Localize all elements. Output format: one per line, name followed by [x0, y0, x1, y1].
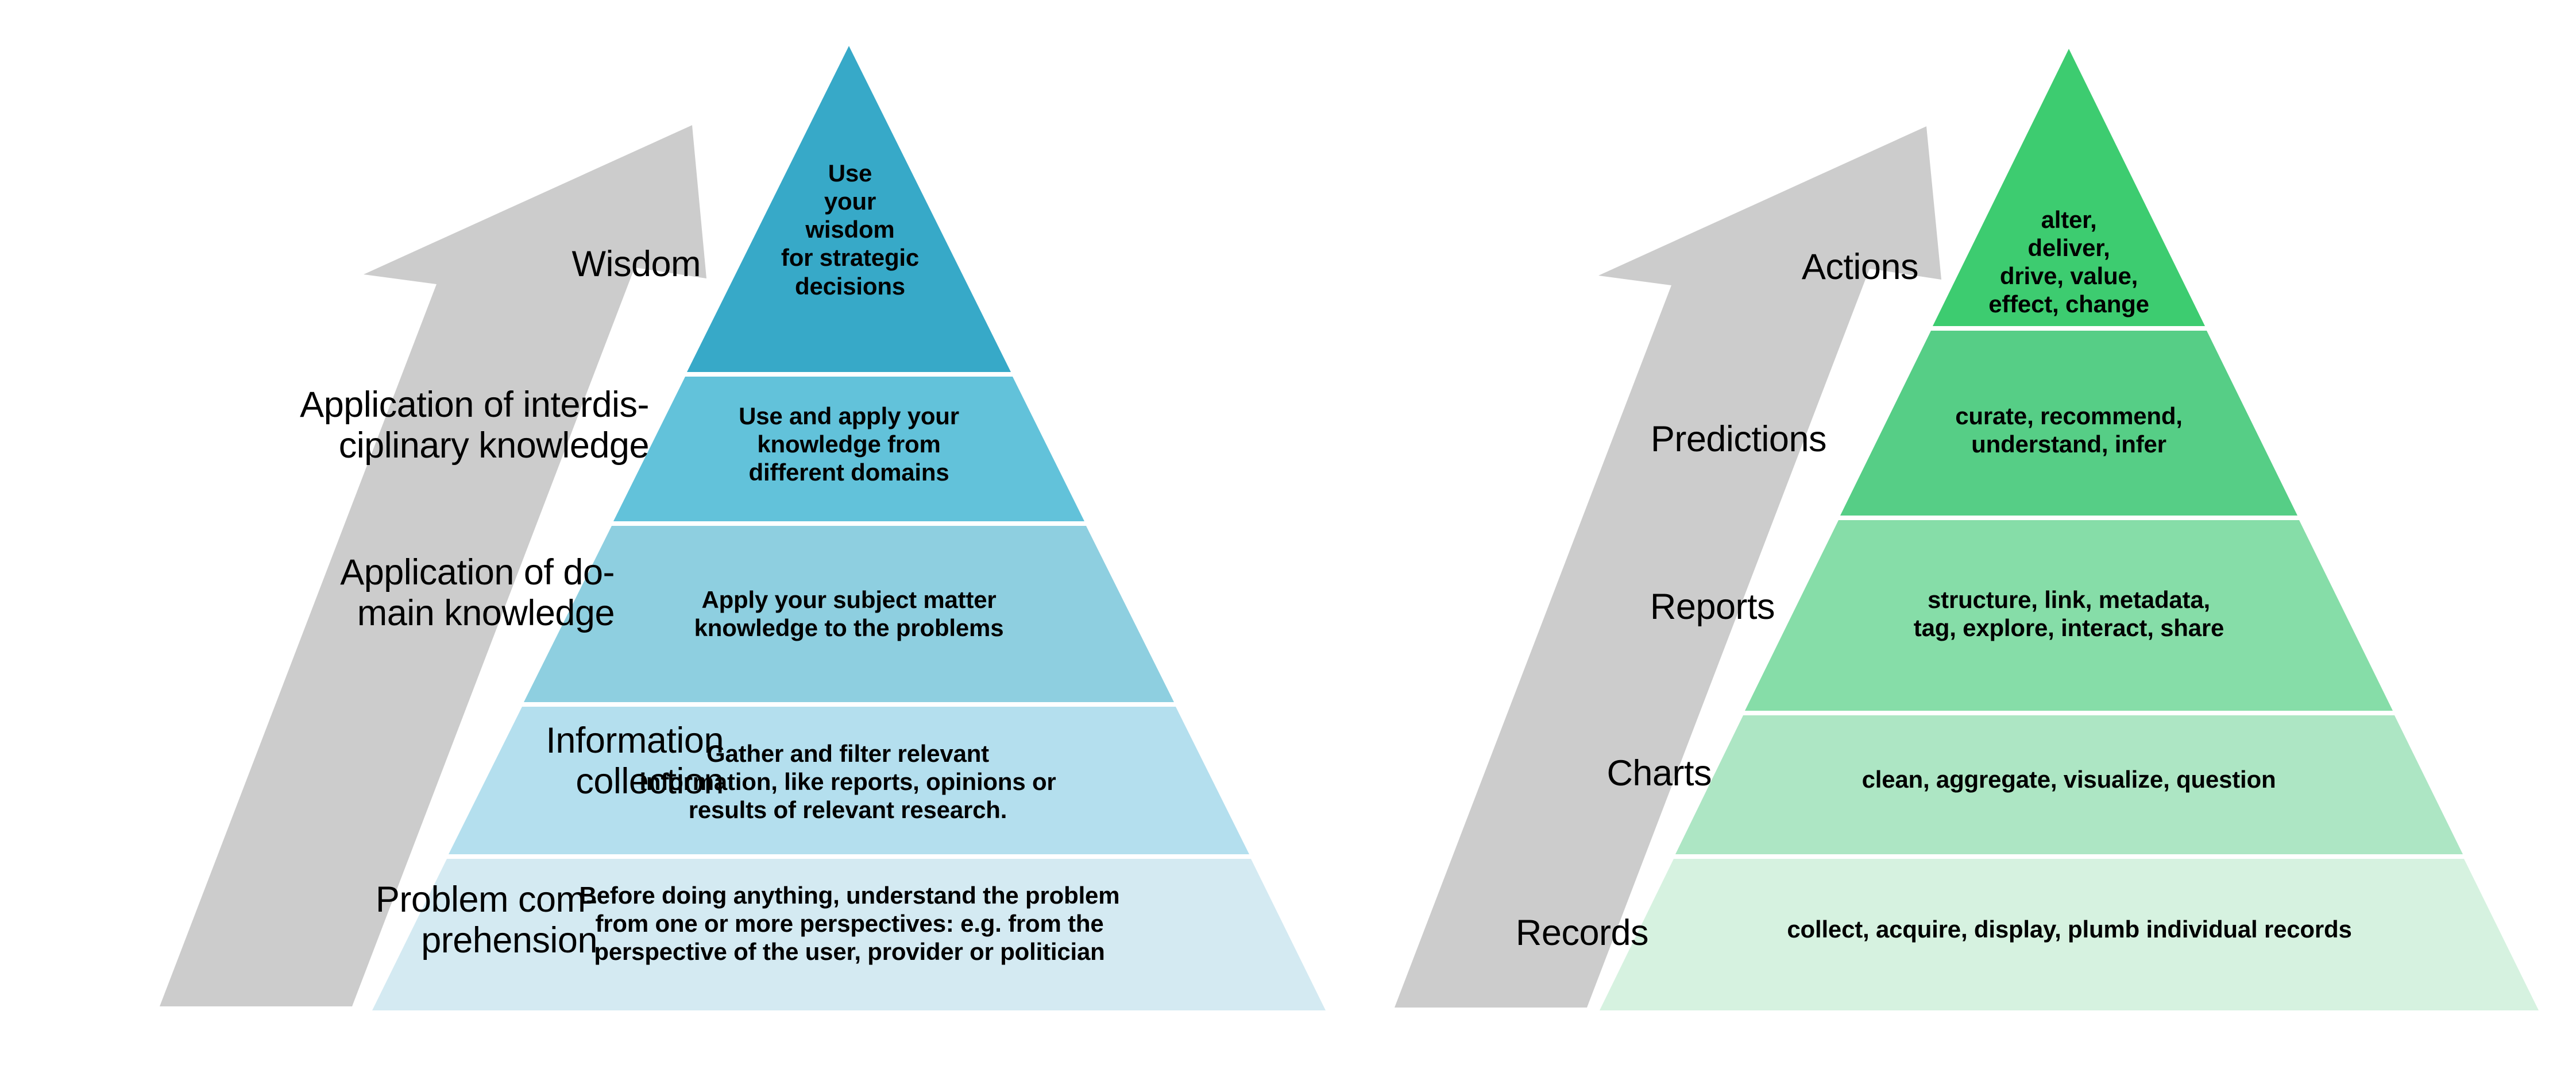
right-tier-2-label: Predictions: [1650, 419, 1827, 459]
left-tier-5-label: Problem com- prehension: [375, 880, 598, 960]
right-tier-4-label: Charts: [1606, 753, 1712, 793]
right-tier-4-shape: [1675, 715, 2463, 854]
left-tier-5-shape: [372, 859, 1326, 1010]
right-tier-4-text: clean, aggregate, visualize, question: [1861, 766, 2276, 793]
left-tier-3-text: Apply your subject matter knowledge to t…: [694, 586, 1004, 642]
right-tier-1-text: alter, deliver, drive, value, effect, ch…: [1988, 206, 2149, 318]
left-tier-4-shape: [449, 707, 1249, 854]
left-tier-5-text: Before doing anything, understand the pr…: [579, 882, 1120, 966]
left-tier-3-shape: [524, 526, 1174, 702]
left-tier-3-label: Application of do- main knowledge: [340, 552, 615, 633]
left-tier-2-label: Application of interdis- ciplinary knowl…: [300, 385, 649, 466]
left-tier-4-label: Information collection: [546, 720, 724, 801]
right-tier-2-shape: [1840, 331, 2297, 516]
left-tier-4-text: Gather and filter relevant information, …: [639, 740, 1056, 824]
right-tier-5-label: Records: [1515, 913, 1649, 953]
right-tier-3-text: structure, link, metadata, tag, explore,…: [1913, 586, 2224, 642]
arrow-left-progress: [160, 125, 706, 1006]
left-tier-1-label: Wisdom: [571, 244, 701, 284]
left-tier-1-shape: [687, 46, 1011, 372]
right-tier-5-shape: [1600, 859, 2539, 1010]
right-tier-3-label: Reports: [1650, 587, 1775, 627]
right-tier-2-text: curate, recommend, understand, infer: [1955, 402, 2183, 458]
left-tier-2-shape: [613, 377, 1084, 521]
left-tier-2-text: Use and apply your knowledge from differ…: [739, 402, 959, 486]
right-tier-1-label: Actions: [1801, 247, 1919, 287]
arrow-right-progress: [1395, 126, 1941, 1008]
right-tier-1-shape: [1933, 49, 2205, 326]
right-tier-3-shape: [1745, 520, 2393, 711]
left-tier-1-text: Use your wisdom for strategic decisions: [781, 160, 920, 300]
right-tier-5-text: collect, acquire, display, plumb individ…: [1787, 916, 2352, 943]
